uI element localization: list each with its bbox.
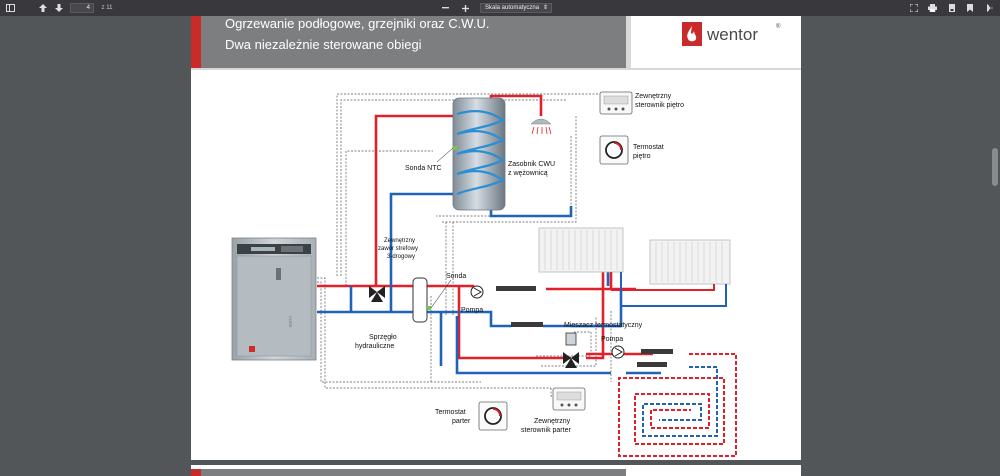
sidebar-toggle-icon[interactable] xyxy=(4,0,16,16)
external-controller-ground xyxy=(552,387,586,411)
scrollbar-thumb[interactable] xyxy=(992,148,998,186)
boiler: CORE xyxy=(231,237,317,361)
label-sprzeglo-2: hydrauliczne xyxy=(355,343,394,350)
pump-2-icon xyxy=(611,345,625,359)
chevron-updown-icon: ⇕ xyxy=(542,5,548,11)
download-icon[interactable] xyxy=(946,0,958,16)
pdf-page: Ogrzewanie podłogowe, grzejniki oraz C.W… xyxy=(191,16,801,460)
shower-head-icon xyxy=(530,108,552,135)
manifold-bars xyxy=(496,286,673,367)
next-page-accent xyxy=(191,469,201,476)
label-sterownik-pietro-1: Zewnętrzny xyxy=(635,93,672,100)
radiator-supply-branch xyxy=(610,272,715,291)
underfloor-heating-loop xyxy=(618,353,737,457)
logo-registered: ® xyxy=(776,23,781,30)
zoom-in-button[interactable] xyxy=(460,0,470,16)
label-zasobnik-1: Zasobnik CWU xyxy=(508,161,555,168)
label-termostat-pietro-1: Termostat xyxy=(633,144,664,151)
zoom-select-label: Skala automatyczna xyxy=(485,5,540,11)
label-pompa-1: Pompa xyxy=(461,307,483,314)
zoom-select[interactable]: Skala automatyczna⇕ xyxy=(480,3,552,13)
return-pipes xyxy=(317,192,661,375)
label-mieszacz: Mieszacz termostatyczny xyxy=(564,322,643,329)
page-number-input[interactable]: 4 xyxy=(70,3,94,13)
radiator-2 xyxy=(649,239,731,285)
label-termostat-parter-2: parter xyxy=(452,418,471,425)
label-sprzeglo-1: Sprzęgło xyxy=(369,334,397,341)
label-zawor-2: zawór strefowy xyxy=(378,246,418,252)
hot-water-cylinder xyxy=(452,97,506,211)
separator-sensor-marker xyxy=(427,306,431,310)
zoom-out-button[interactable] xyxy=(440,0,450,16)
previous-page-button[interactable] xyxy=(38,0,48,16)
pdf-page-next xyxy=(191,465,801,476)
next-page-button[interactable] xyxy=(54,0,64,16)
label-sterownik-parter-2: sterownik parter xyxy=(521,427,571,434)
hydraulic-separator xyxy=(412,277,431,323)
pump-1-icon xyxy=(470,285,484,299)
page-title-line2: Dwa niezależnie sterowane obiegi xyxy=(225,37,422,52)
external-controller-upstairs xyxy=(599,91,633,115)
vertical-scrollbar[interactable] xyxy=(990,16,1000,476)
presentation-mode-icon[interactable] xyxy=(908,0,920,16)
flame-icon xyxy=(687,26,697,42)
label-sonda-ntc: Sonda NTC xyxy=(405,165,442,172)
three-way-valve-icon xyxy=(369,286,385,302)
label-zawor-3: 3-drogowy xyxy=(387,254,415,260)
label-sterownik-parter-1: Zewnętrzny xyxy=(534,418,571,425)
wentor-logo: wentor ® xyxy=(682,22,781,46)
label-sonda: Sonda xyxy=(446,273,466,280)
radiator-1 xyxy=(538,227,624,273)
ntc-sensor-marker xyxy=(453,146,457,150)
page-count-label: z 11 xyxy=(101,5,113,11)
diagram-canvas: Ogrzewanie podłogowe, grzejniki oraz C.W… xyxy=(191,16,801,457)
room-thermostat-ground xyxy=(478,401,508,431)
viewer-toolbar: 4 z 11 Skala automatyczna⇕ xyxy=(0,0,1000,16)
logo-text: wentor xyxy=(706,25,758,44)
label-sterownik-pietro-2: sterownik piętro xyxy=(635,102,684,109)
label-pompa-2: Pompa xyxy=(601,336,623,343)
print-icon[interactable] xyxy=(926,0,938,16)
tools-menu-icon[interactable] xyxy=(984,0,996,16)
label-zawor-1: Zewnętrzny xyxy=(384,238,415,244)
radiator-return-branch xyxy=(620,272,727,307)
thermostatic-mixer-icon xyxy=(563,332,579,368)
label-termostat-pietro-2: piętro xyxy=(633,153,651,160)
label-zasobnik-2: z wężownicą xyxy=(508,170,548,177)
next-page-header-band xyxy=(191,469,626,476)
room-thermostat-upstairs xyxy=(599,135,629,165)
label-termostat-parter-1: Termostat xyxy=(435,409,466,416)
page-title-line1: Ogrzewanie podłogowe, grzejniki oraz C.W… xyxy=(225,16,489,31)
header-banner: Ogrzewanie podłogowe, grzejniki oraz C.W… xyxy=(191,16,801,70)
boiler-brand-label: CORE xyxy=(288,316,293,328)
bookmark-icon[interactable] xyxy=(964,0,976,16)
